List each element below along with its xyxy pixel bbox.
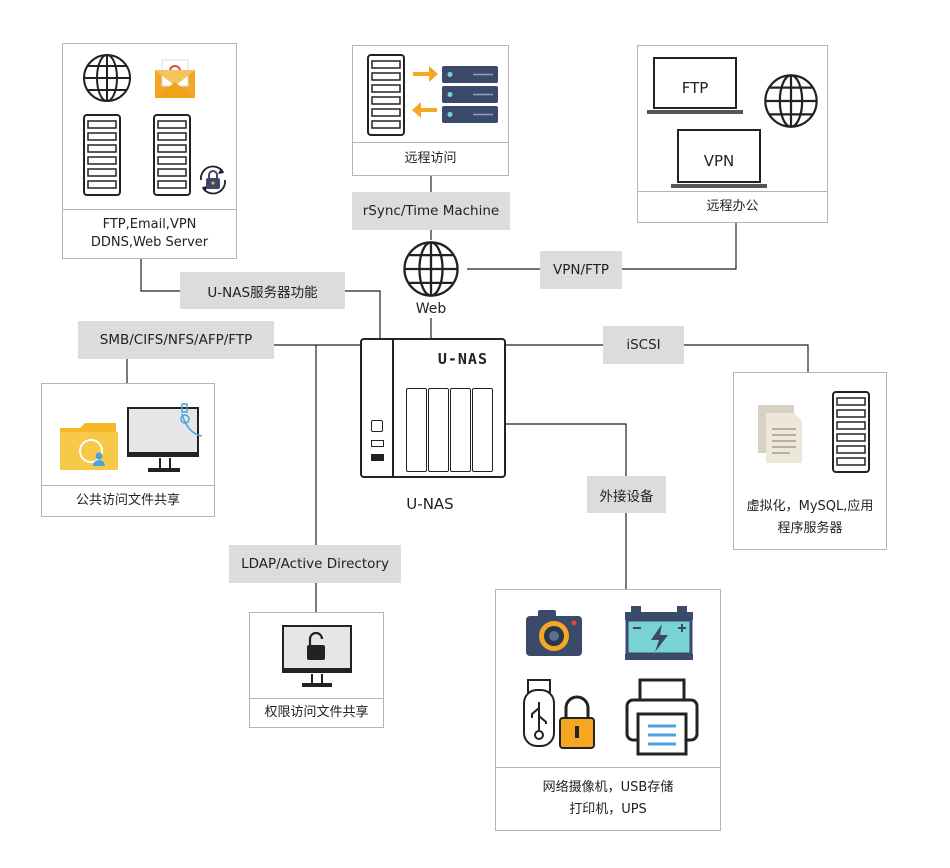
server-functions-line1: FTP,Email,VPN <box>102 217 197 232</box>
remote-access-label: 远程访问 <box>404 151 457 166</box>
nas-drive-bay <box>406 388 427 472</box>
server-functions-line2: DDNS,Web Server <box>90 235 209 250</box>
laptop-vpn-label: VPN <box>703 152 735 170</box>
server-stack-icon <box>442 66 498 123</box>
public-share-label: 公共访问文件共享 <box>75 493 180 508</box>
web-label: Web <box>415 301 447 317</box>
camera-icon <box>526 610 582 656</box>
nas-device: U-NAS <box>360 338 506 478</box>
web-globe-icon <box>403 241 459 297</box>
remote-access-box: 远程访问 <box>352 45 509 176</box>
line-external <box>506 423 627 589</box>
laptop-icon <box>647 57 743 114</box>
public-share-caption: 公共访问文件共享 <box>42 485 214 516</box>
sync-arrows-icon <box>412 66 438 118</box>
server-rack-icon <box>367 54 405 136</box>
rsync-tag: rSync/Time Machine <box>352 192 510 230</box>
nas-drive-bay <box>472 388 493 472</box>
smb-protocols-tag: SMB/CIFS/NFS/AFP/FTP <box>78 321 274 359</box>
printer-icon <box>625 678 699 756</box>
globe-icon <box>83 54 131 102</box>
permission-share-label: 权限访问文件共享 <box>264 705 369 720</box>
globe-icon <box>764 74 818 128</box>
ldap-tag: LDAP/Active Directory <box>229 545 401 583</box>
permission-share-caption: 权限访问文件共享 <box>250 698 383 727</box>
remote-office-box: FTP VPN 远程办公 <box>637 45 828 223</box>
external-devices-line2: 打印机，UPS <box>569 802 647 817</box>
email-icon <box>155 59 195 98</box>
virtualization-caption: 虚拟化，MySQL,应用 程序服务器 <box>734 487 886 549</box>
locked-computer-icon <box>282 625 352 687</box>
external-devices-line1: 网络摄像机，USB存储 <box>542 780 674 795</box>
external-devices-caption: 网络摄像机，USB存储 打印机，UPS <box>496 767 720 830</box>
documents-icon <box>758 405 802 463</box>
permission-share-box: 权限访问文件共享 <box>249 612 384 728</box>
virtualization-line2: 程序服务器 <box>777 521 843 536</box>
server-rack-icon <box>83 114 121 196</box>
server-rack-icon <box>832 391 870 473</box>
nas-power-button <box>371 420 383 432</box>
server-functions-box: FTP,Email,VPN DDNS,Web Server <box>62 43 237 259</box>
nas-drive-bay <box>450 388 471 472</box>
external-devices-tag: 外接设备 <box>587 476 666 513</box>
public-share-box: 公共访问文件共享 <box>41 383 215 517</box>
nas-drive-bay <box>428 388 449 472</box>
nas-usb-port <box>371 454 384 461</box>
external-devices-box: 网络摄像机，USB存储 打印机，UPS <box>495 589 721 831</box>
secure-sync-lock-icon <box>200 165 226 195</box>
laptop-ftp-label: FTP <box>681 79 709 97</box>
nas-front-panel <box>362 340 394 476</box>
vpn-ftp-tag: VPN/FTP <box>540 251 622 289</box>
desktop-computer-icon <box>127 403 203 472</box>
usb-storage-icon <box>523 679 595 749</box>
server-rack-icon <box>153 114 191 196</box>
iscsi-tag: iSCSI <box>603 326 684 364</box>
server-functions-caption: FTP,Email,VPN DDNS,Web Server <box>63 209 236 258</box>
virtualization-box: 虚拟化，MySQL,应用 程序服务器 <box>733 372 887 550</box>
laptop-icon <box>671 129 767 188</box>
remote-office-label: 远程办公 <box>706 199 759 214</box>
server-function-tag: U-NAS服务器功能 <box>180 272 345 309</box>
remote-office-caption: 远程办公 <box>638 191 827 222</box>
nas-caption: U-NAS <box>406 495 454 513</box>
nas-usb-port <box>371 440 384 447</box>
shared-folder-icon <box>60 423 118 470</box>
remote-access-caption: 远程访问 <box>353 142 508 175</box>
nas-brand-label: U-NAS <box>437 350 488 368</box>
ups-battery-icon <box>625 606 693 660</box>
virtualization-line1: 虚拟化，MySQL,应用 <box>746 499 874 514</box>
